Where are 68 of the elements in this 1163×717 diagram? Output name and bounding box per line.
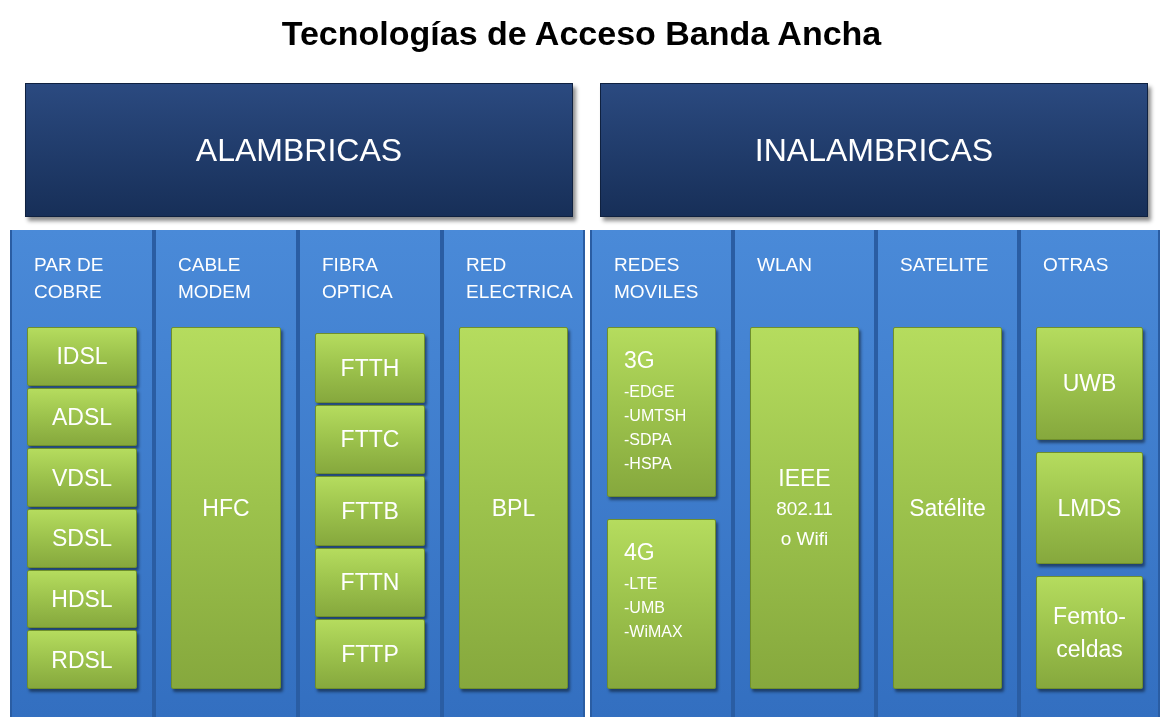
technology-label: FTTP	[341, 640, 399, 670]
technology-box	[315, 333, 425, 403]
technology-box	[171, 327, 281, 689]
technology-label: FTTN	[340, 568, 400, 598]
technology-box	[315, 404, 425, 475]
technology-box	[459, 327, 568, 689]
technology-label: FTTB	[341, 496, 399, 526]
technology-label: IDSL	[56, 342, 108, 372]
category-header-box: INALAMBRICAS	[600, 83, 1148, 217]
column-heading: OTRAS	[1043, 253, 1110, 277]
technology-label: Satélite	[909, 493, 986, 523]
technology-box	[607, 327, 716, 497]
category-column	[876, 230, 1019, 717]
technology-label: -EDGE	[624, 382, 675, 403]
technology-label: VDSL	[51, 463, 113, 493]
technology-box	[1036, 576, 1143, 689]
technology-label: 3G	[624, 346, 655, 375]
technology-box	[27, 569, 137, 629]
technology-label: -UMTSH	[624, 406, 687, 427]
technology-box	[27, 630, 137, 690]
technology-label: LMDS	[1057, 493, 1122, 523]
technology-box	[1036, 327, 1143, 440]
technology-label: -WiMAX	[624, 622, 683, 643]
diagram-title: Tecnologías de Acceso Banda Ancha	[281, 13, 882, 54]
category-column	[298, 230, 442, 717]
technology-label: -UMB	[624, 598, 665, 619]
technology-label: UWB	[1062, 369, 1117, 399]
technology-box	[1036, 451, 1143, 565]
technology-label: 4G	[624, 538, 655, 567]
technology-box	[315, 619, 425, 689]
technology-label: -SDPA	[624, 430, 672, 451]
technology-label: BPL	[491, 493, 536, 523]
technology-box	[750, 327, 859, 689]
technology-label: IEEE	[778, 463, 831, 493]
category-column	[442, 230, 585, 717]
technology-box	[315, 476, 425, 546]
technology-label: -LTE	[624, 574, 658, 595]
category-column	[590, 230, 733, 717]
technology-label: FTTH	[340, 353, 400, 383]
technology-box	[893, 327, 1002, 689]
technology-label: -HSPA	[624, 454, 672, 475]
technology-box	[27, 327, 137, 386]
category-header-box: ALAMBRICAS	[25, 83, 573, 217]
column-heading: RED ELECTRICA	[466, 253, 574, 304]
category-column	[733, 230, 876, 717]
column-heading: CABLE MODEM	[178, 253, 252, 304]
technology-box	[315, 547, 425, 618]
column-heading: PAR DE COBRE	[34, 253, 105, 304]
technology-label: o Wifi	[780, 527, 829, 552]
technology-box	[27, 509, 137, 568]
column-heading: FIBRA OPTICA	[322, 253, 394, 304]
column-heading: SATELITE	[900, 253, 990, 277]
technology-label: RDSL	[51, 645, 113, 675]
technology-label: SDSL	[51, 524, 113, 554]
technology-label: HDSL	[51, 584, 113, 614]
category-column	[1019, 230, 1160, 717]
technology-label: ADSL	[51, 402, 113, 432]
technology-label: FTTC	[340, 425, 400, 455]
column-heading: WLAN	[757, 253, 813, 277]
technology-box	[27, 448, 137, 507]
technology-label: Femto-celdas	[1052, 602, 1127, 664]
category-column	[154, 230, 298, 717]
technology-box	[27, 387, 137, 447]
category-column	[10, 230, 154, 717]
technology-label: HFC	[202, 493, 250, 523]
technology-label: 802.11	[776, 496, 833, 521]
column-heading: REDES MOVILES	[614, 253, 700, 304]
technology-box	[607, 519, 716, 689]
